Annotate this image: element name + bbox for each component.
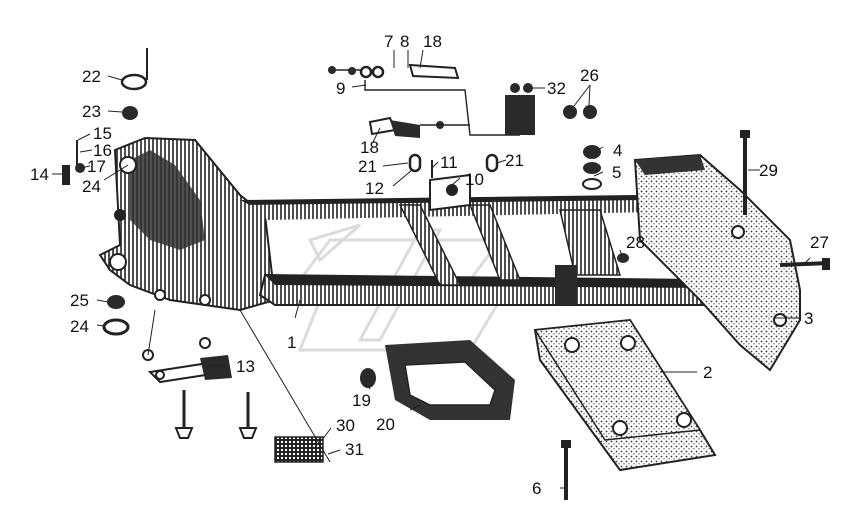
callout-24-bottom: 24	[70, 317, 89, 336]
callout-23: 23	[82, 102, 101, 121]
callout-11: 11	[440, 153, 458, 172]
callout-26: 26	[580, 66, 599, 85]
callout-7: 7	[384, 32, 393, 51]
callout-25: 25	[70, 291, 89, 310]
callout-32: 32	[547, 79, 566, 98]
callout-21-right: 21	[505, 151, 524, 170]
callout-21-left: 21	[358, 157, 377, 176]
callout-24-top: 24	[82, 177, 101, 196]
callout-15: 15	[93, 124, 112, 143]
part-3-counterweight	[617, 130, 831, 372]
lower-link	[142, 337, 258, 439]
right-fasteners	[563, 105, 602, 190]
left-fasteners	[62, 48, 148, 336]
callout-19: 19	[352, 391, 371, 410]
part-20-guard	[360, 340, 515, 420]
callout-6: 6	[532, 479, 541, 498]
part-2-box	[533, 318, 717, 500]
callout-9: 9	[336, 79, 345, 98]
part-30-plate	[274, 436, 324, 463]
control-rods	[328, 63, 535, 138]
callout-30: 30	[336, 416, 355, 435]
callout-20: 20	[376, 415, 395, 434]
callout-14: 14	[30, 165, 49, 184]
callout-1: 1	[287, 333, 296, 352]
main-frame	[98, 136, 716, 312]
callout-29: 29	[759, 161, 778, 180]
callout-12: 12	[365, 179, 384, 198]
callout-labels: 1 2 3 4 5 6 7 8 9 10 11 12 13 14 15 16 1…	[30, 32, 829, 498]
callout-18-top: 18	[423, 32, 442, 51]
callout-3: 3	[804, 309, 813, 328]
callout-10: 10	[465, 170, 484, 189]
center-bracket	[408, 153, 499, 212]
callout-2: 2	[703, 363, 712, 382]
callout-18-mid: 18	[360, 138, 379, 157]
callout-31: 31	[345, 440, 364, 459]
callout-27: 27	[810, 233, 829, 252]
callout-5: 5	[612, 163, 621, 182]
leader-lines	[52, 49, 811, 489]
callout-16: 16	[93, 141, 112, 160]
callout-28: 28	[626, 233, 645, 252]
callout-4: 4	[613, 141, 622, 160]
callout-17: 17	[87, 157, 106, 176]
callout-13: 13	[236, 357, 255, 376]
callout-8: 8	[400, 32, 409, 51]
callout-22: 22	[82, 67, 101, 86]
